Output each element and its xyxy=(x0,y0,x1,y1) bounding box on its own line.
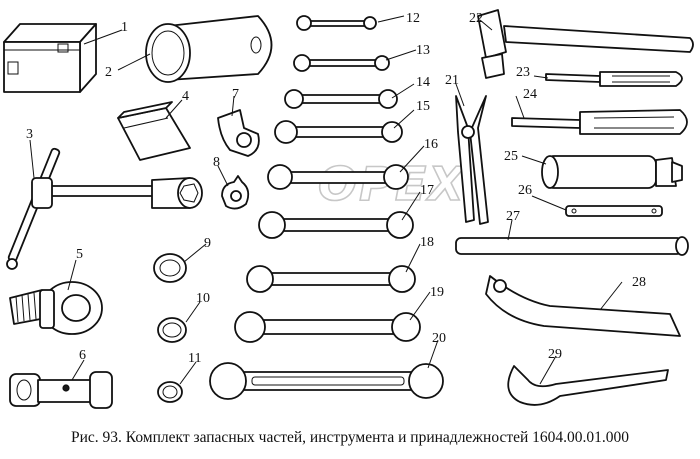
tool-box-1 xyxy=(3,23,97,93)
t-handle-wrench-3 xyxy=(6,147,203,270)
label-19: 19 xyxy=(430,285,444,300)
label-23: 23 xyxy=(516,65,530,80)
label-14: 14 xyxy=(416,75,430,90)
ring-11 xyxy=(157,381,183,403)
label-8: 8 xyxy=(213,155,220,170)
ring-11-inner xyxy=(162,385,178,399)
towing-eye-5 xyxy=(9,281,103,335)
label-29: 29 xyxy=(548,347,562,362)
wrench-12 xyxy=(296,15,377,31)
label-3: 3 xyxy=(26,127,33,142)
wrench-16 xyxy=(267,164,409,190)
label-26: 26 xyxy=(518,183,532,198)
label-28: 28 xyxy=(632,275,646,290)
label-9: 9 xyxy=(204,236,211,251)
label-6: 6 xyxy=(79,348,86,363)
label-2: 2 xyxy=(105,65,112,80)
ring-9 xyxy=(153,253,187,283)
label-7: 7 xyxy=(232,87,239,102)
hook-spanner-28 xyxy=(485,275,681,337)
label-27: 27 xyxy=(506,209,520,224)
pliers-21 xyxy=(455,95,489,225)
lock-washer-7 xyxy=(217,109,260,157)
label-10: 10 xyxy=(196,291,210,306)
label-11: 11 xyxy=(188,351,201,366)
label-5: 5 xyxy=(76,247,83,262)
sleeve-2 xyxy=(145,15,273,83)
flat-bar-26 xyxy=(565,205,663,217)
hook-spanner-29 xyxy=(507,365,669,406)
label-24: 24 xyxy=(523,87,537,102)
leader-lines xyxy=(29,15,623,385)
label-22: 22 xyxy=(469,11,483,26)
wrench-18 xyxy=(246,265,416,293)
label-18: 18 xyxy=(420,235,434,250)
socket-tube-6 xyxy=(9,371,113,409)
label-21: 21 xyxy=(445,73,459,88)
lock-washer-8 xyxy=(221,175,250,210)
wrench-13 xyxy=(293,54,390,72)
ring-9-inner xyxy=(159,259,181,277)
screwdriver-24 xyxy=(511,109,688,135)
label-17: 17 xyxy=(420,183,434,198)
ring-10-inner xyxy=(162,322,182,338)
grease-gun-25 xyxy=(541,155,683,189)
pouch-4 xyxy=(117,101,191,161)
wrench-20 xyxy=(209,362,444,400)
screwdriver-23 xyxy=(545,71,683,87)
label-4: 4 xyxy=(182,89,189,104)
label-20: 20 xyxy=(432,331,446,346)
wrench-15 xyxy=(274,120,403,144)
figure-caption: Рис. 93. Комплект запасных частей, инстр… xyxy=(70,429,630,446)
wrench-14 xyxy=(284,89,398,109)
label-15: 15 xyxy=(416,99,430,114)
label-13: 13 xyxy=(416,43,430,58)
label-12: 12 xyxy=(406,11,420,26)
hammer-22 xyxy=(477,9,694,79)
ring-10 xyxy=(157,317,187,343)
wrench-17 xyxy=(258,211,414,239)
label-1: 1 xyxy=(121,20,128,35)
wrench-19 xyxy=(234,311,421,343)
label-25: 25 xyxy=(504,149,518,164)
tommy-bar-27 xyxy=(455,236,689,256)
label-16: 16 xyxy=(424,137,438,152)
